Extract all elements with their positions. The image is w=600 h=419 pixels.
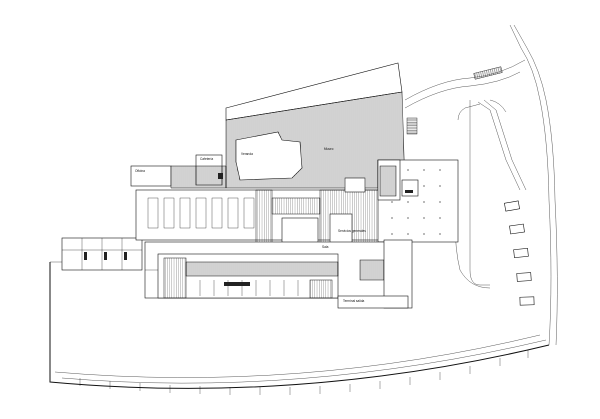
curved-platform (49, 262, 550, 395)
label-terminal-salida: Terminal salida (343, 299, 364, 303)
right-block (377, 159, 459, 243)
lower-band (144, 239, 413, 309)
label-cafeteria: Cafetería (200, 157, 213, 161)
upper-hatched-roof (225, 62, 406, 189)
top-left-rooms (130, 154, 227, 189)
left-wing (50, 237, 143, 271)
label-veranda: Veranda (241, 152, 253, 156)
label-sala: Sala (322, 245, 329, 249)
site-road (404, 24, 558, 346)
label-oficina: Oficina (135, 169, 145, 173)
parking-bays (504, 200, 535, 306)
label-servicios: Servicios generales (338, 229, 366, 233)
road-crossing (406, 66, 503, 135)
label-museo: Museo (324, 147, 334, 151)
